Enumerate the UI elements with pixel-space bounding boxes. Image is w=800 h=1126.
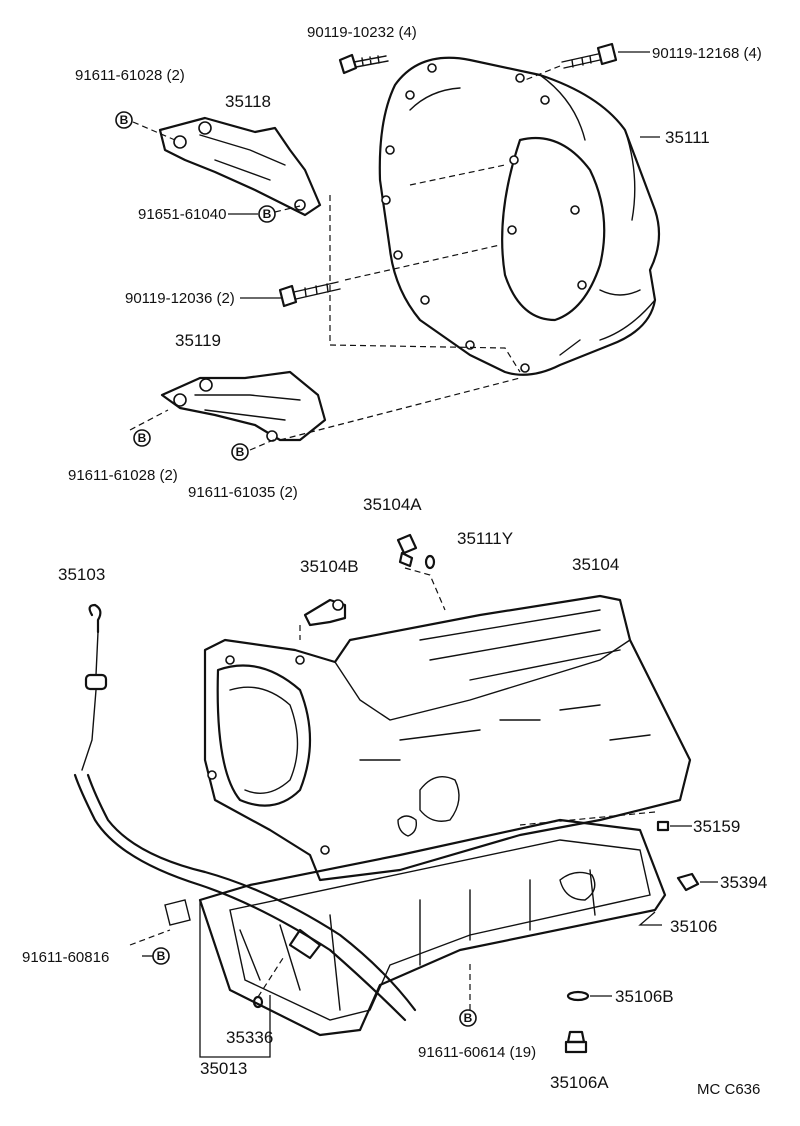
label-35111: 35111: [665, 128, 710, 147]
svg-text:B: B: [236, 445, 245, 459]
marker-b-1: B: [115, 111, 133, 129]
svg-text:B: B: [263, 207, 272, 221]
svg-text:B: B: [464, 1011, 473, 1025]
label-35104B: 35104B: [300, 557, 359, 576]
bolt-90119-12036: [278, 281, 341, 308]
bolt-90119-10232: [338, 53, 389, 75]
marker-b-3: B: [133, 429, 151, 447]
label-35159: 35159: [693, 817, 740, 836]
diagram-code: MC C636: [697, 1081, 760, 1098]
plug-35104A: [396, 533, 418, 568]
transmission-case: [203, 594, 692, 882]
bolt-90119-12168: [561, 42, 618, 69]
label-35106B: 35106B: [615, 987, 674, 1006]
marker-b-4: B: [231, 443, 249, 461]
oring-35111Y: [424, 554, 436, 570]
label-91611-60816: 91611-60816: [22, 949, 109, 966]
drain-plug-35106A: [564, 1030, 588, 1054]
label-90119-12168: 90119-12168 (4): [652, 45, 762, 62]
label-35104A: 35104A: [363, 495, 422, 514]
label-90119-10232: 90119-10232 (4): [307, 24, 417, 41]
label-35118: 35118: [225, 92, 271, 111]
label-35104: 35104: [572, 555, 619, 574]
gasket-35106B: [566, 990, 590, 1002]
svg-text:B: B: [157, 949, 166, 963]
label-91611-61028-upper: 91611-61028 (2): [75, 67, 185, 84]
label-91611-60614: 91611-60614 (19): [418, 1044, 536, 1061]
label-35013: 35013: [200, 1059, 247, 1078]
svg-text:B: B: [120, 113, 129, 127]
marker-b-6: B: [459, 1009, 477, 1027]
label-90119-12036: 90119-12036 (2): [125, 290, 235, 307]
bracket-35118: [158, 116, 322, 217]
label-35103: 35103: [58, 565, 105, 584]
dipstick-tube: [73, 603, 417, 1022]
converter-housing: [378, 56, 661, 376]
label-91611-61035: 91611-61035 (2): [188, 484, 298, 501]
label-91651-61040: 91651-61040: [138, 206, 226, 223]
clip-35394: [676, 872, 700, 892]
label-35119: 35119: [175, 331, 221, 350]
label-35106: 35106: [670, 917, 717, 936]
label-35106A: 35106A: [550, 1073, 609, 1092]
label-91611-61028-lower: 91611-61028 (2): [68, 467, 178, 484]
label-35336: 35336: [226, 1028, 273, 1047]
magnet-35159: [656, 820, 670, 832]
bracket-35119: [160, 370, 327, 442]
svg-text:B: B: [138, 431, 147, 445]
oil-pan: [198, 818, 667, 1037]
marker-b-5: B: [152, 947, 170, 965]
label-35111Y: 35111Y: [457, 529, 513, 548]
label-35394: 35394: [720, 873, 767, 892]
marker-b-2: B: [258, 205, 276, 223]
fitting-35104B: [303, 598, 347, 627]
